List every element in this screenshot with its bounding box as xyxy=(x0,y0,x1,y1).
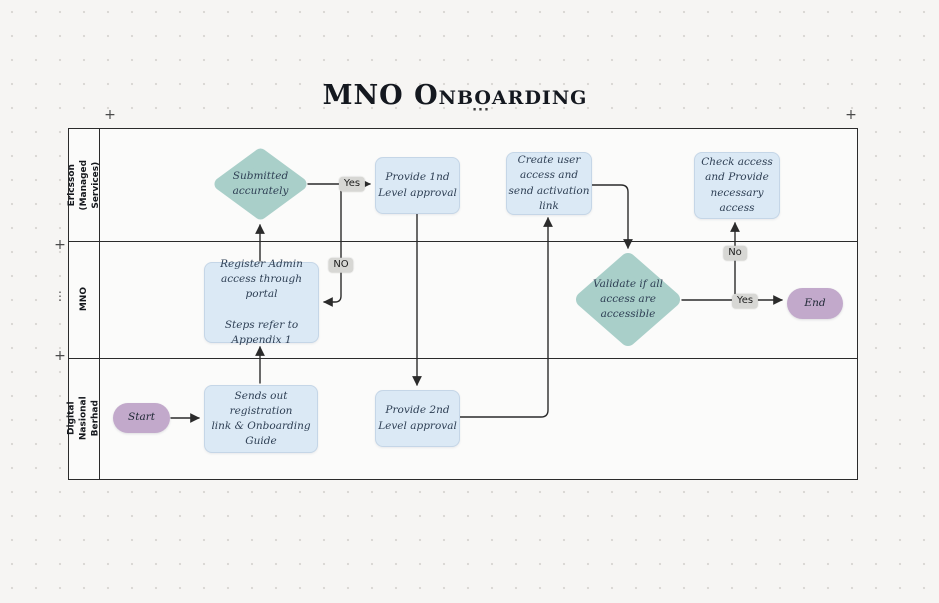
page-title: MNO Onboarding xyxy=(322,80,588,111)
lane-label-dnb: Digital Nasional Berhad xyxy=(66,396,102,441)
lane-divider-2 xyxy=(69,358,857,359)
edge-provide2nd-to-createuser[interactable] xyxy=(458,217,553,418)
edge-label-yes-submitted[interactable]: Yes xyxy=(338,176,366,192)
edge-label-yes-validate[interactable]: Yes xyxy=(731,293,759,309)
node-submitted-accurately[interactable]: Submitted accurately xyxy=(214,148,307,220)
lane-label-column-divider xyxy=(99,129,100,479)
node-provide-2nd-approval[interactable]: Provide 2nd Level approval xyxy=(375,390,460,447)
lane-label-ericsson: Ericsson (Managed Services) xyxy=(66,159,102,211)
lane-label-mno: MNO xyxy=(78,287,89,312)
plus-handle-top-left-icon[interactable]: + xyxy=(104,107,116,123)
node-create-user-access[interactable]: Create user access and send activation l… xyxy=(506,152,592,215)
node-start[interactable]: Start xyxy=(113,403,170,433)
frame-menu-dots-icon[interactable]: ··· xyxy=(472,103,490,118)
edge-createuser-to-validate[interactable] xyxy=(590,184,633,249)
edge-label-no-validate[interactable]: No xyxy=(723,245,747,261)
node-provide-1st-approval[interactable]: Provide 1nd Level approval xyxy=(375,157,460,214)
edge-label-no-submitted[interactable]: NO xyxy=(328,257,354,273)
lane-divider-1 xyxy=(69,241,857,242)
plus-handle-top-right-icon[interactable]: + xyxy=(845,107,857,123)
node-register-admin-access[interactable]: Register Admin access through portal Ste… xyxy=(204,258,319,346)
node-end[interactable]: End xyxy=(787,288,843,319)
node-validate-access[interactable]: Validate if all access are accessible xyxy=(575,252,681,347)
plus-handle-left-lower-icon[interactable]: + xyxy=(54,348,66,364)
ellipsis-handle-left-icon[interactable]: ⋮ xyxy=(54,289,66,303)
node-check-access[interactable]: Check access and Provide necessary acces… xyxy=(694,152,780,219)
edge-submitted-no-to-register[interactable] xyxy=(323,183,342,307)
node-sends-registration-link[interactable]: Sends out registration link & Onboarding… xyxy=(204,385,318,453)
plus-handle-left-upper-icon[interactable]: + xyxy=(54,237,66,253)
